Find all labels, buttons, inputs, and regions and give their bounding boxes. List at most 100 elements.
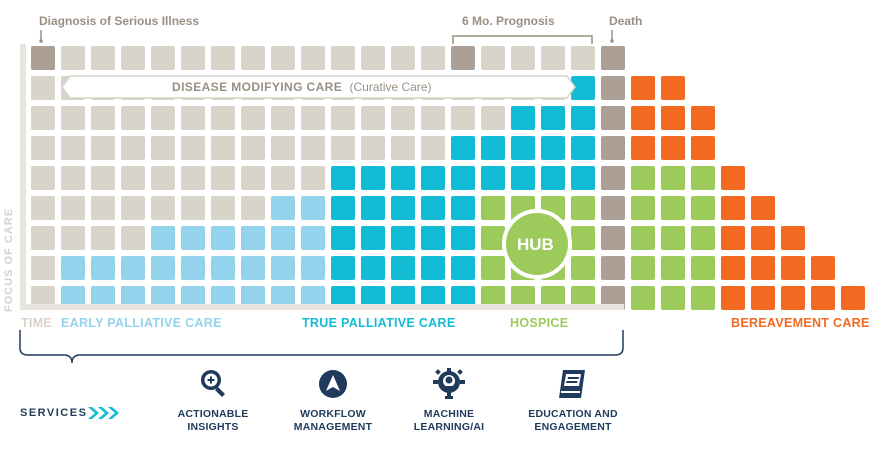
grid-cell — [661, 166, 685, 190]
hospice-label: HOSPICE — [510, 316, 569, 330]
grid-cell — [541, 46, 565, 70]
grid-cell — [631, 106, 655, 130]
early-palliative-label: EARLY PALLIATIVE CARE — [61, 316, 222, 330]
grid-cell — [601, 196, 625, 220]
grid-cell — [361, 166, 385, 190]
grid-cell — [61, 256, 85, 280]
gear-bulb-icon — [433, 368, 465, 399]
grid-cell — [331, 196, 355, 220]
grid-cell — [241, 226, 265, 250]
grid-cell — [601, 226, 625, 250]
grid-cell — [271, 226, 295, 250]
grid-cell — [271, 46, 295, 70]
grid-cell — [61, 166, 85, 190]
service-line: EDUCATION AND — [528, 408, 618, 420]
grid-cell — [211, 256, 235, 280]
grid-cell — [211, 166, 235, 190]
grid-cell — [211, 46, 235, 70]
grid-cell — [391, 166, 415, 190]
time-label: TIME — [21, 316, 53, 330]
grid-cell — [301, 256, 325, 280]
grid-cell — [541, 166, 565, 190]
grid-cell — [361, 46, 385, 70]
service-line: ACTIONABLE — [177, 408, 249, 420]
grid-cell — [661, 256, 685, 280]
grid-cell — [661, 136, 685, 160]
grid-cell — [661, 106, 685, 130]
service-line: MANAGEMENT — [293, 421, 373, 433]
grid-cell — [691, 136, 715, 160]
grid-cell — [91, 136, 115, 160]
grid-cell — [511, 106, 535, 130]
service-line: LEARNING/AI — [413, 421, 485, 433]
death-label: Death — [609, 14, 643, 28]
grid-cell — [421, 136, 445, 160]
grid-cell — [481, 166, 505, 190]
grid-cell — [751, 226, 775, 250]
grid-cell — [151, 106, 175, 130]
bereavement-label: BEREAVEMENT CARE — [731, 316, 870, 330]
grid-cell — [91, 46, 115, 70]
true-palliative-label: TRUE PALLIATIVE CARE — [302, 316, 456, 330]
prognosis-bracket — [452, 35, 593, 44]
grid-cell — [31, 76, 55, 100]
grid-cell — [721, 256, 745, 280]
grid-cell — [571, 166, 595, 190]
grid-cell — [421, 256, 445, 280]
prognosis-label: 6 Mo. Prognosis — [462, 14, 555, 28]
service-education-engagement: EDUCATION AND ENGAGEMENT — [514, 408, 632, 434]
grid-cell — [241, 256, 265, 280]
service-line: ENGAGEMENT — [534, 421, 612, 433]
grid-cell — [31, 196, 55, 220]
grid-cell — [571, 196, 595, 220]
grid-cell — [571, 136, 595, 160]
grid-cell — [301, 106, 325, 130]
grid-cell — [781, 226, 805, 250]
grid-cell — [451, 46, 475, 70]
grid-cell — [691, 286, 715, 310]
grid-cell — [211, 136, 235, 160]
grid-cell — [91, 226, 115, 250]
death-pin — [610, 30, 614, 43]
grid-cell — [241, 166, 265, 190]
grid-cell — [61, 196, 85, 220]
grid-cell — [481, 136, 505, 160]
grid-cell — [151, 226, 175, 250]
grid-cell — [661, 196, 685, 220]
grid-cell — [451, 226, 475, 250]
grid-cell — [451, 196, 475, 220]
grid-cell — [421, 226, 445, 250]
grid-cell — [481, 256, 505, 280]
grid-cell — [631, 166, 655, 190]
grid-cell — [301, 166, 325, 190]
grid-cell — [31, 166, 55, 190]
grid-cell — [571, 46, 595, 70]
hub-label: HUB — [517, 235, 554, 254]
grid-cell — [601, 106, 625, 130]
grid-cell — [361, 256, 385, 280]
grid-cell — [511, 136, 535, 160]
grid-cell — [601, 46, 625, 70]
grid-cell — [331, 46, 355, 70]
grid-cell — [91, 106, 115, 130]
grid-cell — [31, 106, 55, 130]
grid-cell — [181, 166, 205, 190]
grid-cell — [301, 136, 325, 160]
grid-cell — [331, 226, 355, 250]
grid-cell — [151, 256, 175, 280]
grid-cell — [571, 106, 595, 130]
grid-cell — [391, 46, 415, 70]
grid-cell — [331, 256, 355, 280]
grid-cell — [631, 226, 655, 250]
grid-cell — [121, 106, 145, 130]
grid-cell — [61, 226, 85, 250]
curative-care-label: DISEASE MODIFYING CARE (Curative Care) — [172, 80, 432, 94]
grid-cell — [601, 166, 625, 190]
grid-cell — [691, 256, 715, 280]
grid-cell — [211, 106, 235, 130]
workflow-icon — [319, 370, 347, 398]
grid-cell — [541, 136, 565, 160]
grid-cell — [121, 166, 145, 190]
magnifier-plus-icon — [201, 370, 225, 397]
grid-cell — [751, 196, 775, 220]
